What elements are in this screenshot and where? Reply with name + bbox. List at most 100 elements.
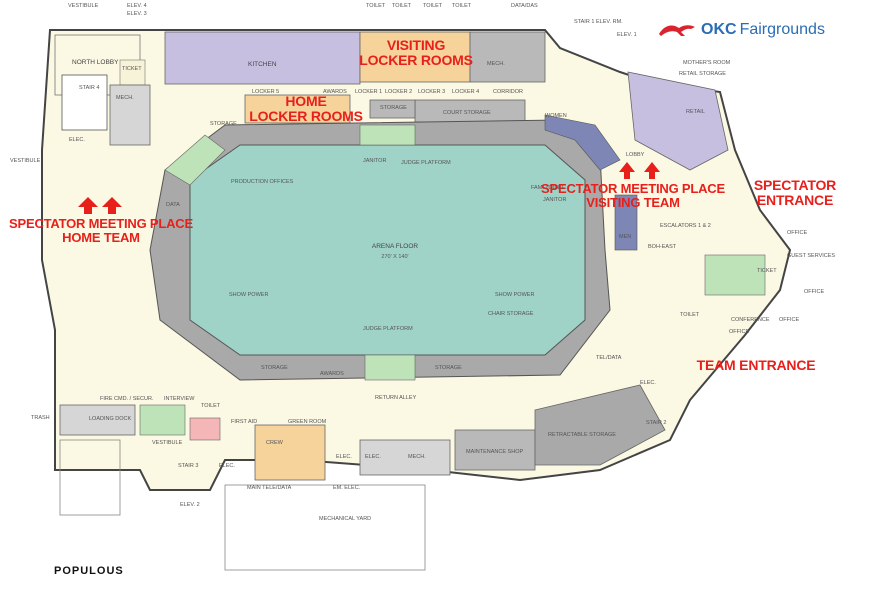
judge-platform-north xyxy=(359,124,416,146)
label-arena-floor: ARENA FLOOR xyxy=(371,243,419,250)
label-storage-se: STORAGE xyxy=(435,365,462,371)
label-locker1: LOCKER 1 xyxy=(355,89,383,95)
label-locker5: LOCKER 5 xyxy=(252,89,280,95)
label-elec: ELEC. xyxy=(69,137,85,143)
label-stair3: STAIR 3 xyxy=(178,463,199,469)
label-locker2: LOCKER 2 xyxy=(385,89,413,95)
label-data-das: DATA/DAS xyxy=(511,3,538,9)
callout-line: LOCKER ROOMS xyxy=(249,107,363,124)
label-stair2: STAIR 2 xyxy=(646,420,667,426)
label-retractable-storage: RETRACTABLE STORAGE xyxy=(548,432,616,438)
label-boh-east: BOH-EAST xyxy=(648,244,677,250)
label-data: DATA xyxy=(166,202,180,208)
populous-credit: POPULOUS xyxy=(54,565,124,577)
label-fam-toilet: FAM. TOILET xyxy=(531,185,565,191)
label-office: OFFICE xyxy=(787,230,808,236)
loading-dock-room xyxy=(59,404,136,436)
label-main-tele-data: MAIN TELE/DATA xyxy=(247,485,292,491)
callout-line: SPECTATOR xyxy=(753,177,837,193)
logo-name: Fairgrounds xyxy=(739,21,825,38)
label-kitchen: KITCHEN xyxy=(248,61,277,68)
label-elec: ELEC. xyxy=(365,454,381,460)
label-escalators: ESCALATORS 1 & 2 xyxy=(660,223,711,229)
production-offices-room xyxy=(164,134,226,186)
label-toilet-east: TOILET xyxy=(680,312,700,318)
label-maintenance-shop: MAINTENANCE SHOP xyxy=(466,449,524,455)
label-retail-storage: RETAIL STORAGE xyxy=(679,71,726,77)
label-crew: CREW xyxy=(266,440,283,446)
label-office: OFFICE xyxy=(729,329,750,335)
callout-line: HOME TEAM xyxy=(62,229,140,245)
label-tel-data: TEL/DATA xyxy=(596,355,622,361)
retail-room xyxy=(627,71,729,171)
guest-services-room xyxy=(704,254,766,296)
callout-line: ENTRANCE xyxy=(756,191,834,208)
label-judge-platform-south: JUDGE PLATFORM xyxy=(363,326,413,332)
maintenance-shop-room xyxy=(454,429,536,471)
retractable-storage-room xyxy=(534,384,666,466)
label-loading-dock: LOADING DOCK xyxy=(89,416,132,422)
label-elec: ELEC. xyxy=(336,454,352,460)
label-elev-rm: ELEV. RM. xyxy=(596,19,623,25)
label-chair-storage: CHAIR STORAGE xyxy=(488,311,534,317)
label-lobby: LOBBY xyxy=(626,152,645,158)
exterior-trash-area xyxy=(59,439,121,516)
label-retail: RETAIL xyxy=(686,109,705,115)
label-locker4: LOCKER 4 xyxy=(452,89,480,95)
label-elev1: ELEV. 1 xyxy=(617,32,637,38)
mech-room-north xyxy=(469,31,546,83)
label-north-lobby: NORTH LOBBY xyxy=(72,59,119,66)
ticket-room-north xyxy=(119,59,146,86)
label-awards: AWARDS xyxy=(323,89,347,95)
label-trash: TRASH xyxy=(31,415,50,421)
crew-room xyxy=(254,424,326,481)
label-janitor: JANITOR xyxy=(363,158,387,164)
label-return-alley: RETURN ALLEY xyxy=(375,395,417,401)
label-mech-nw: MECH. xyxy=(116,95,134,101)
callout-line: SPECTATOR MEETING PLACE xyxy=(541,181,725,196)
label-mechanical-yard: MECHANICAL YARD xyxy=(319,516,372,522)
label-men: MEN xyxy=(619,234,632,240)
women-restroom xyxy=(544,114,621,171)
first-aid-room xyxy=(189,417,221,441)
label-fire-cmd: FIRE CMD. / SECUR. xyxy=(100,396,154,402)
arrow-up-icon xyxy=(102,197,122,214)
label-elec-east: ELEC. xyxy=(640,380,656,386)
callout-line: VISITING xyxy=(386,37,446,53)
judge-platform-south xyxy=(364,354,416,381)
label-elev3: ELEV. 3 xyxy=(127,11,147,17)
label-storage: STORAGE xyxy=(210,121,237,127)
label-vestibule-west: VESTIBULE xyxy=(10,158,41,164)
storage-nc-room xyxy=(369,99,416,119)
label-toilet: TOILET xyxy=(366,3,386,9)
label-ticket-east: TICKET xyxy=(757,268,777,274)
callout-team-entrance: TEAM ENTRANCE xyxy=(696,357,816,373)
label-mech-south: MECH. xyxy=(408,454,426,460)
label-janitor-east: JANITOR xyxy=(543,197,567,203)
callout-line: HOME xyxy=(285,93,327,109)
label-elev4: ELEV. 4 xyxy=(127,3,147,9)
label-office: OFFICE xyxy=(804,289,825,295)
label-vestibule-south: VESTIBULE xyxy=(152,440,183,446)
callout-line: LOCKER ROOMS xyxy=(359,51,473,68)
label-corridor: CORRIDOR xyxy=(493,89,523,95)
label-conference: CONFERENCE xyxy=(731,317,770,323)
stair4-block xyxy=(61,74,108,131)
mech-nw-room xyxy=(109,84,151,146)
arrow-up-icon xyxy=(644,162,660,179)
horse-icon xyxy=(659,25,695,36)
label-storage-sw: STORAGE xyxy=(261,365,288,371)
arrow-up-icon xyxy=(78,197,98,214)
label-stair1: STAIR 1 xyxy=(574,19,595,25)
label-green-room: GREEN ROOM xyxy=(288,419,327,425)
fire-cmd-room xyxy=(139,404,186,436)
label-guest-services: GUEST SERVICES xyxy=(787,253,836,259)
